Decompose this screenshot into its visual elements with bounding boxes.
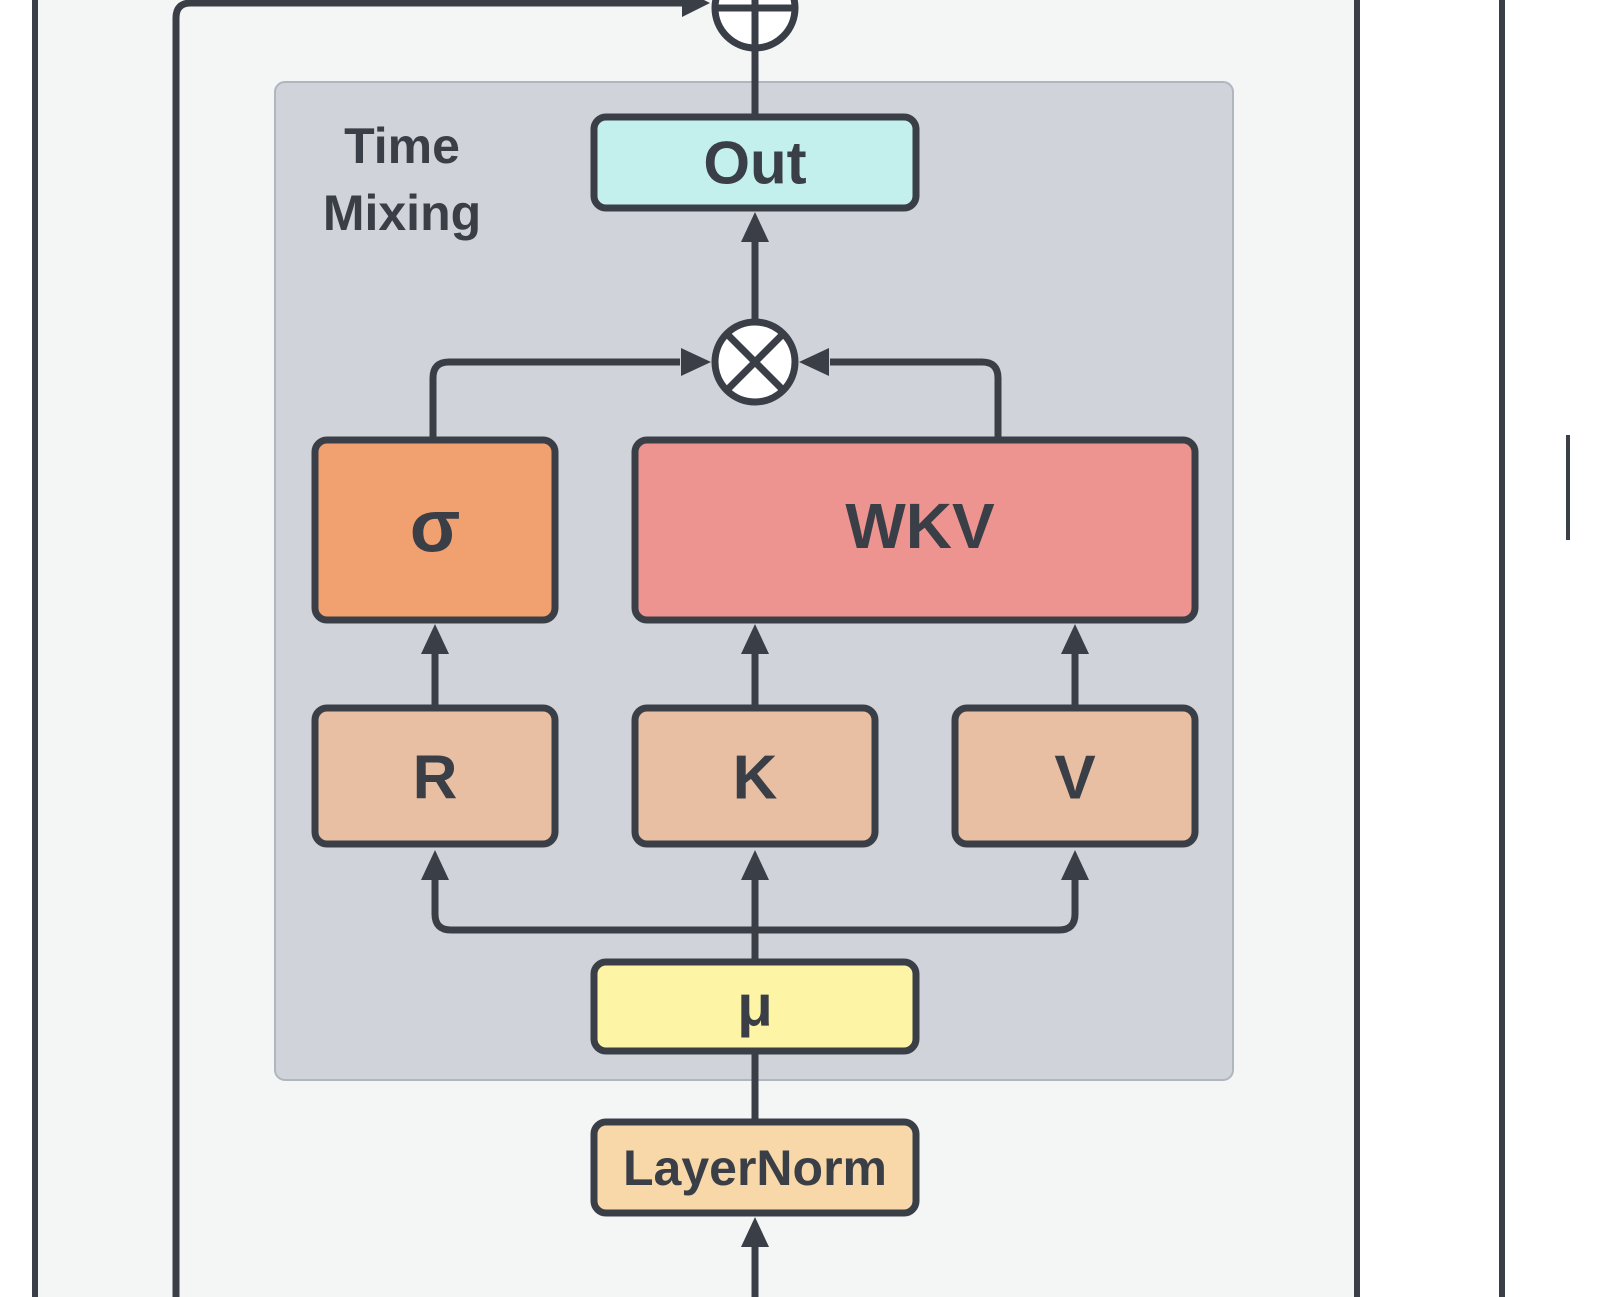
mu-label: μ	[737, 974, 773, 1039]
wkv-box-rect	[631, 436, 1199, 624]
sigma-box-rect	[311, 436, 559, 624]
group-title-line1: Time	[344, 118, 460, 174]
layernorm-box-rect	[590, 1118, 920, 1217]
v-to-wkv-arrowhead	[1061, 624, 1089, 654]
multiply-operator	[711, 318, 799, 406]
branch-to-r-line	[431, 880, 755, 934]
branch-to-v-line	[755, 880, 1079, 934]
v-label: V	[1054, 744, 1095, 813]
k-to-wkv-arrowhead	[741, 624, 769, 654]
layernorm-box: LayerNorm	[590, 1118, 920, 1217]
r-to-sigma-arrowhead	[421, 624, 449, 654]
add-operator	[711, 0, 799, 52]
wkv-to-mult-arrowhead	[799, 348, 829, 376]
out-box: Out	[590, 113, 920, 212]
k-box-rect	[631, 704, 879, 848]
out-label: Out	[703, 130, 806, 197]
group-title-line2: Mixing	[323, 185, 481, 241]
sigma-to-mult-arrowhead	[681, 348, 711, 376]
mu-box: μ	[590, 958, 920, 1055]
mu-to-k-arrowhead	[741, 850, 769, 880]
mult-to-out-arrowhead	[741, 212, 769, 242]
v-box-rect	[951, 704, 1199, 848]
k-box: K	[631, 704, 879, 848]
mu-to-r-arrowhead	[421, 850, 449, 880]
sigma-label: σ	[410, 485, 461, 568]
wkv-box: WKV	[631, 436, 1199, 624]
mu-to-v-arrowhead	[1061, 850, 1089, 880]
wkv-to-mult-line	[830, 358, 1002, 440]
v-box: V	[951, 704, 1199, 848]
r-box: R	[311, 704, 559, 848]
k-label: K	[733, 744, 778, 813]
out-box-rect	[590, 113, 920, 212]
wkv-label: WKV	[845, 490, 995, 562]
sigma-box: σ	[311, 436, 559, 624]
r-box-rect	[311, 704, 559, 848]
input-to-layernorm-arrowhead	[741, 1217, 769, 1247]
r-label: R	[413, 744, 458, 813]
residual-line	[172, 0, 688, 1297]
residual-arrowhead	[682, 0, 710, 17]
layernorm-label: LayerNorm	[623, 1140, 887, 1196]
sigma-to-mult-line	[429, 358, 680, 440]
